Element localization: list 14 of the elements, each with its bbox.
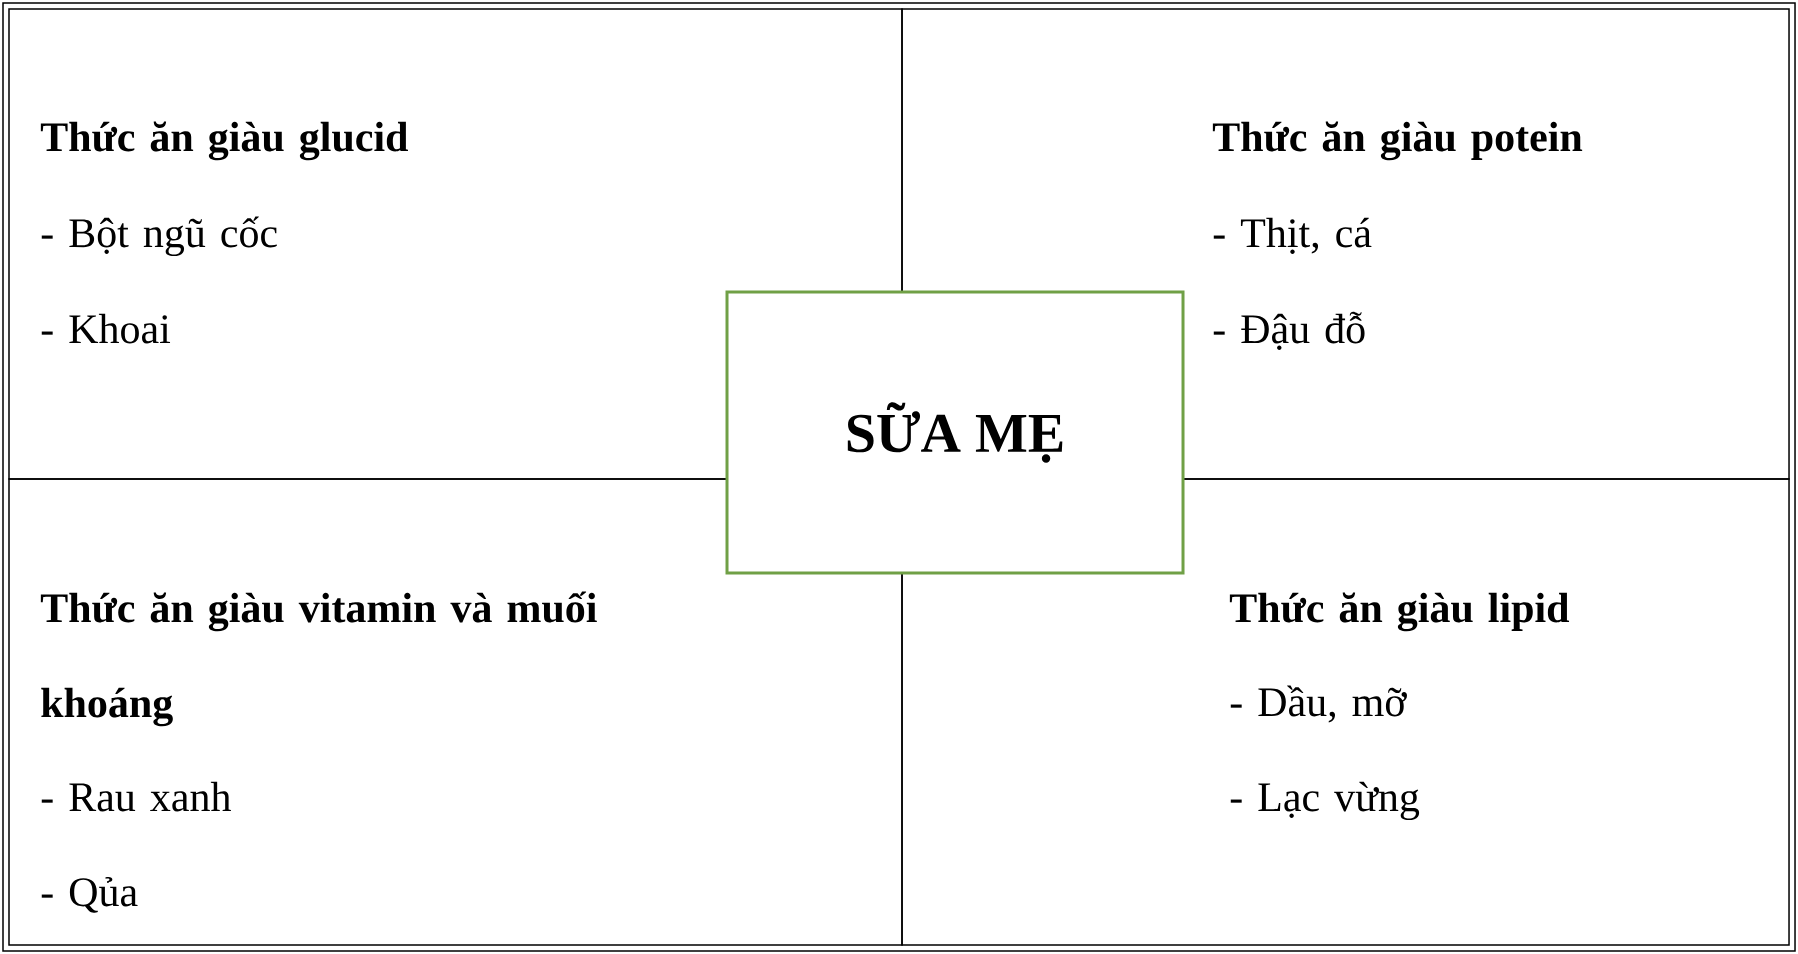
cell-heading: Thức ăn giàu vitamin và muối khoáng bbox=[40, 591, 597, 727]
table-cell bbox=[8, 478, 903, 946]
cell-heading: Thức ăn giàu lipid bbox=[1229, 592, 1570, 632]
list-item: - Bột ngũ cốc bbox=[41, 216, 277, 257]
cell-heading: Thức ăn giàu glucid bbox=[40, 121, 408, 161]
center-box: SỮA MẸ bbox=[725, 290, 1185, 575]
list-item: - Qủa bbox=[41, 877, 138, 913]
list-item: - Dầu, mỡ bbox=[1230, 685, 1407, 723]
list-item: - Rau xanh bbox=[41, 781, 231, 812]
list-item: - Đậu đỗ bbox=[1213, 311, 1365, 350]
list-item: - Lạc vừng bbox=[1230, 781, 1420, 821]
list-item: - Thịt, cá bbox=[1213, 217, 1372, 254]
list-item: - Khoai bbox=[41, 313, 170, 344]
cell-heading: Thức ăn giàu potein bbox=[1212, 121, 1583, 161]
